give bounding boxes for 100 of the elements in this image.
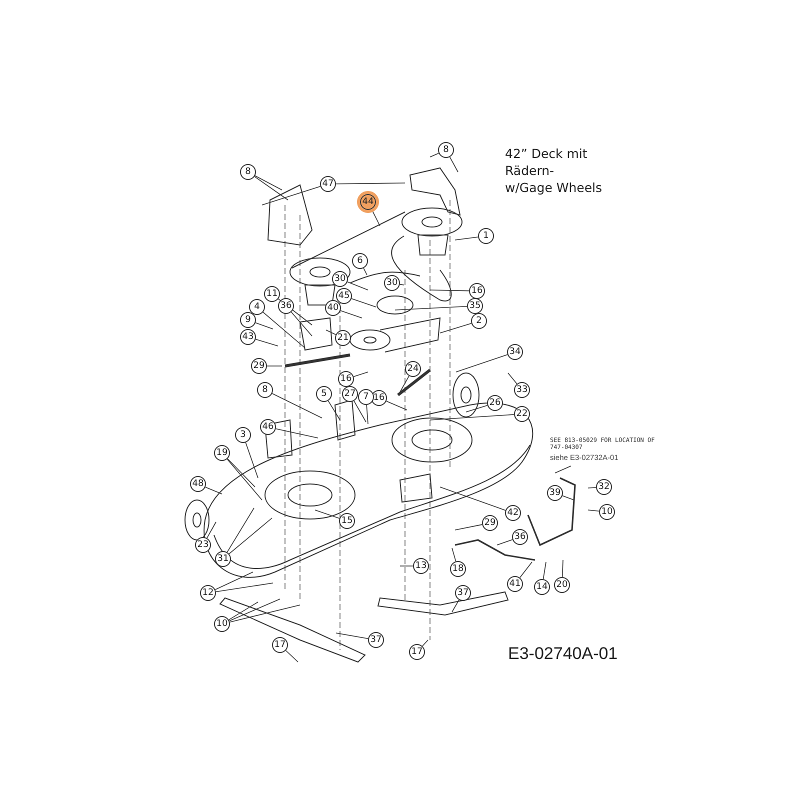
callout-number: 6 [352, 253, 368, 269]
callout-number: 47 [320, 176, 336, 192]
leader-line [245, 442, 258, 478]
callout-number: 43 [240, 329, 256, 345]
callout-number: 8 [240, 164, 256, 180]
leader-line [363, 268, 368, 276]
leader-line [394, 306, 468, 310]
callout-number: 5 [316, 386, 332, 402]
leader-line [336, 182, 406, 184]
callout-number: 9 [240, 312, 256, 328]
callout-number: 10 [599, 504, 615, 520]
leader-line [285, 650, 298, 662]
callout-number: 27 [342, 386, 358, 402]
leader-line [354, 400, 366, 422]
leader-line [508, 372, 518, 384]
leader-line [229, 604, 300, 622]
callout-number: 16 [338, 371, 354, 387]
leader-line [554, 466, 572, 474]
leader-line [204, 486, 222, 494]
callout-number: 11 [264, 286, 280, 302]
callout-number: 23 [195, 537, 211, 553]
leader-line [400, 284, 404, 286]
leader-line [452, 600, 460, 612]
callout-number: 8 [257, 382, 273, 398]
callout-number: 42 [505, 505, 521, 521]
callout-number: 30 [384, 275, 400, 291]
leader-line [496, 539, 513, 546]
leader-line [272, 393, 322, 418]
callout-number: 19 [214, 445, 230, 461]
callout-number: 18 [450, 561, 466, 577]
leader-line [336, 632, 369, 640]
leader-line [400, 376, 410, 392]
leader-line [449, 156, 458, 172]
leader-line [262, 312, 306, 348]
callout-number: 1 [478, 228, 494, 244]
callout-number: 35 [467, 298, 483, 314]
callout-number: 39 [547, 485, 563, 501]
leader-line [275, 428, 318, 438]
leader-line [430, 414, 514, 420]
leader-line [466, 404, 488, 412]
leader-line [351, 298, 376, 308]
leader-line [422, 640, 428, 646]
callout-number: 17 [409, 644, 425, 660]
callout-number: 14 [534, 579, 550, 595]
callout-number: 26 [487, 395, 503, 411]
callout-number: 17 [272, 637, 288, 653]
leader-line [588, 510, 600, 512]
leader-line [262, 186, 321, 206]
leader-line [430, 290, 470, 292]
leader-line [314, 510, 340, 519]
callout-number: 29 [482, 515, 498, 531]
leader-line [440, 486, 506, 511]
leader-line [228, 598, 280, 622]
callout-number: 48 [190, 476, 206, 492]
leader-line [228, 602, 258, 620]
leader-line [255, 322, 274, 330]
leader-line [216, 582, 274, 592]
leader-line [328, 400, 340, 420]
callout-number: 32 [596, 479, 612, 495]
callout-number: 21 [335, 330, 351, 346]
callout-number: 30 [332, 271, 348, 287]
leader-line [452, 548, 456, 562]
callout-number: 24 [405, 361, 421, 377]
callout-number: 15 [339, 513, 355, 529]
leader-line [588, 487, 596, 488]
callout-number: 45 [336, 288, 352, 304]
leader-line [542, 562, 546, 580]
callout-number: 4 [249, 299, 265, 315]
callout-number: 20 [554, 577, 570, 593]
callout-number: 16 [371, 390, 387, 406]
callout-number: 33 [514, 382, 530, 398]
callout-number: 36 [512, 529, 528, 545]
callout-number: 13 [413, 558, 429, 574]
callout-number: 40 [325, 300, 341, 316]
leader-line [340, 310, 362, 318]
callout-number: 12 [200, 585, 216, 601]
leader-line [562, 560, 564, 578]
leader-line [454, 524, 483, 530]
callout-number: 7 [358, 389, 374, 405]
callout-number: 16 [469, 283, 485, 299]
leader-line [347, 282, 368, 290]
callout-number: 10 [214, 616, 230, 632]
leader-line [326, 330, 336, 335]
leader-line [226, 508, 254, 553]
leader-line [440, 322, 472, 334]
callout-number: 22 [514, 406, 530, 422]
callout-number: 8 [438, 142, 454, 158]
callout-number: 44 [360, 194, 376, 210]
leader-line [290, 312, 312, 336]
leader-line [386, 400, 408, 410]
callout-number: 29 [251, 358, 267, 374]
drawing-number: E3-02740A-01 [508, 644, 618, 664]
leader-line [366, 404, 368, 424]
leader-line [226, 458, 262, 500]
leader-line [254, 176, 288, 200]
diagram-title: 42” Deck mit Rädern- w/Gage Wheels [505, 146, 603, 197]
leader-line [562, 495, 574, 500]
callout-number: 41 [507, 576, 523, 592]
callout-number: 37 [455, 585, 471, 601]
callout-number: 37 [368, 632, 384, 648]
